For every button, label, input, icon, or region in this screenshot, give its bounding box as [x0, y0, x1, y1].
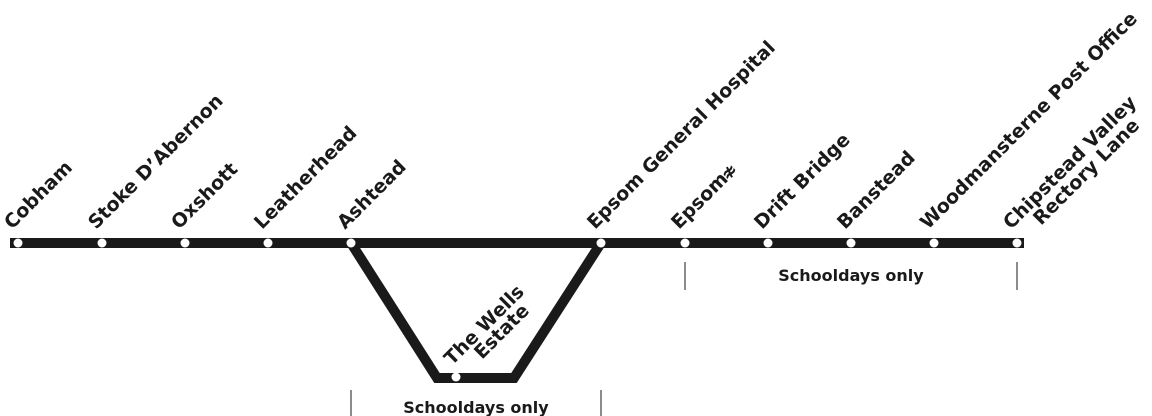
stop-dot-drift — [763, 238, 773, 248]
stop-dot-chipstead — [1012, 238, 1022, 248]
east-schooldays-note: Schooldays only — [778, 266, 924, 285]
stop-dot-ashtead — [346, 238, 356, 248]
route-line-wells-loop — [346, 240, 606, 383]
stop-dot-epsom — [680, 238, 690, 248]
stop-dots — [13, 238, 1022, 382]
stop-label-ashtead: Ashtead — [333, 156, 411, 234]
stop-dot-woodmansterne — [929, 238, 939, 248]
stop-label-stoke: Stoke D’Abernon — [84, 90, 228, 234]
stop-label-cobham: Cobham — [0, 157, 77, 234]
stop-dot-banstead — [846, 238, 856, 248]
stop-label-oxshott: Oxshott — [167, 158, 242, 233]
stop-dot-leatherhead — [263, 238, 273, 248]
stop-dot-oxshott — [180, 238, 190, 248]
stop-dot-wells-estate — [451, 372, 461, 382]
loop-schooldays-note: Schooldays only — [403, 398, 549, 416]
stop-label-banstead: Banstead — [833, 147, 920, 234]
stop-dot-cobham — [13, 238, 23, 248]
stop-dot-epsom-general — [596, 238, 606, 248]
stop-dot-stoke — [97, 238, 107, 248]
